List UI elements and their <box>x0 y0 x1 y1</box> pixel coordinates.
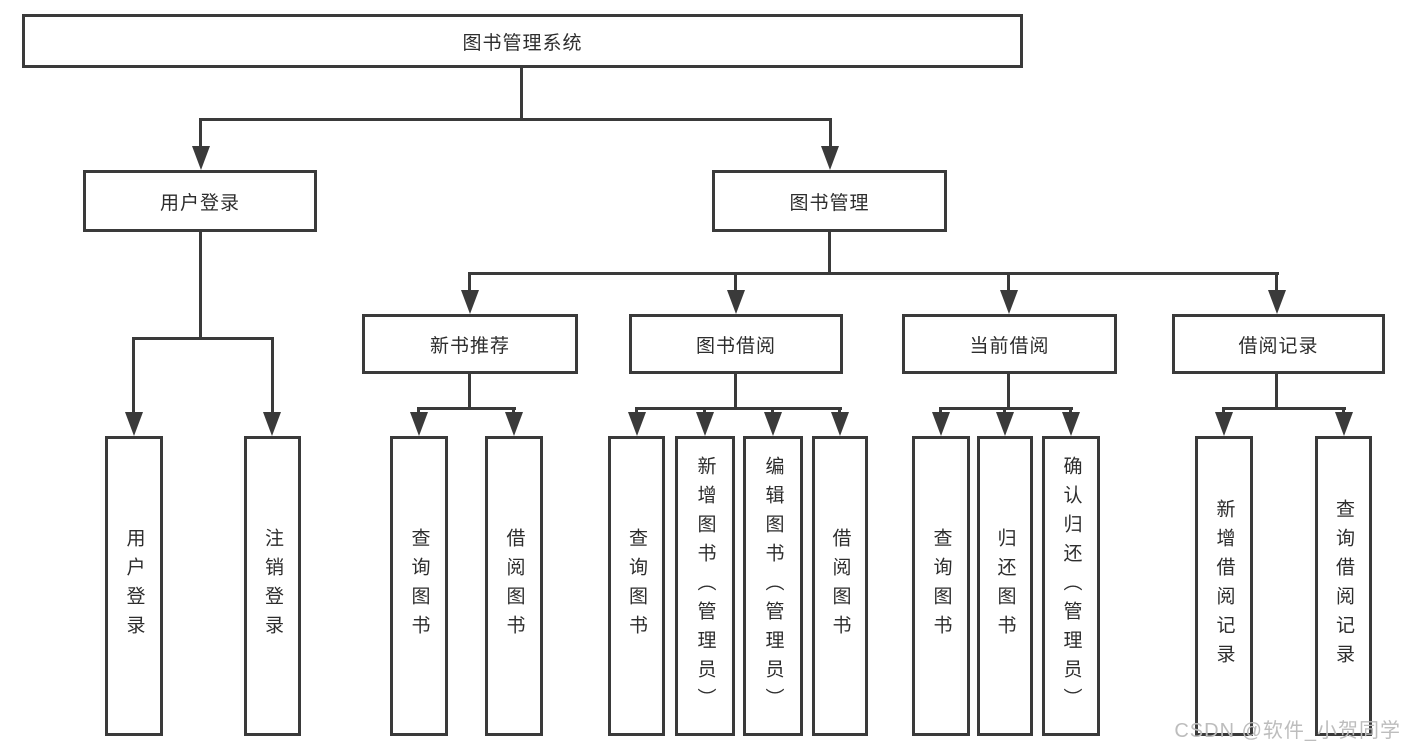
connector-line <box>829 118 832 150</box>
csdn-watermark: CSDN @软件_小贺同学 <box>1174 720 1401 742</box>
leaf-borrow-book: 借阅图书 <box>812 436 868 736</box>
arrow-down-icon <box>192 146 210 170</box>
leaf-edit-book-admin: 编辑图书（管理员） <box>743 436 803 736</box>
leaf-return-book-label: 归还图书 <box>994 528 1016 644</box>
leaf-add-borrow-record-label: 新增借阅记录 <box>1213 499 1235 673</box>
leaf-user-login: 用户登录 <box>105 436 163 736</box>
connector-line <box>199 232 202 339</box>
arrow-down-icon <box>764 412 782 436</box>
leaf-edit-book-admin-label: 编辑图书（管理员） <box>762 455 784 717</box>
leaf-query-book-borrow: 查询图书 <box>608 436 665 736</box>
arrow-down-icon <box>1268 290 1286 314</box>
arrow-down-icon <box>1335 412 1353 436</box>
node-borrow-records: 借阅记录 <box>1172 314 1385 374</box>
leaf-logout-label: 注销登录 <box>262 528 283 644</box>
arrow-down-icon <box>263 412 281 436</box>
connector-line <box>417 407 420 416</box>
connector-line <box>1223 407 1346 410</box>
arrow-down-icon <box>505 412 523 436</box>
leaf-query-book-current: 查询图书 <box>912 436 970 736</box>
connector-line <box>828 232 831 274</box>
arrow-down-icon <box>821 146 839 170</box>
connector-line <box>520 68 523 120</box>
connector-line <box>635 407 842 410</box>
connector-line <box>132 337 274 340</box>
node-book-management: 图书管理 <box>712 170 947 232</box>
leaf-add-book-admin-label: 新增图书（管理员） <box>694 455 716 717</box>
arrow-down-icon <box>727 290 745 314</box>
arrow-down-icon <box>1000 290 1018 314</box>
leaf-user-login-label: 用户登录 <box>123 528 145 644</box>
connector-line <box>512 407 515 416</box>
arrow-down-icon <box>932 412 950 436</box>
leaf-borrow-book-recommend: 借阅图书 <box>485 436 543 736</box>
leaf-confirm-return-admin: 确认归还（管理员） <box>1042 436 1100 736</box>
node-root-label: 图书管理系统 <box>462 32 583 54</box>
node-new-book-recommend-label: 新书推荐 <box>429 335 510 357</box>
node-book-borrow: 图书借阅 <box>629 314 843 374</box>
leaf-query-borrow-record: 查询借阅记录 <box>1315 436 1372 736</box>
arrow-down-icon <box>461 290 479 314</box>
connector-line <box>1275 374 1278 409</box>
arrow-down-icon <box>831 412 849 436</box>
connector-line <box>771 407 774 416</box>
node-current-borrow-label: 当前借阅 <box>969 335 1050 357</box>
arrow-down-icon <box>996 412 1014 436</box>
node-root: 图书管理系统 <box>22 14 1023 68</box>
connector-line <box>635 407 638 416</box>
leaf-query-book-current-label: 查询图书 <box>930 528 952 644</box>
leaf-borrow-book-recommend-label: 借阅图书 <box>503 528 525 644</box>
connector-line <box>468 374 471 409</box>
leaf-confirm-return-admin-label: 确认归还（管理员） <box>1060 455 1082 717</box>
leaf-add-borrow-record: 新增借阅记录 <box>1195 436 1253 736</box>
arrow-down-icon <box>410 412 428 436</box>
leaf-add-book-admin: 新增图书（管理员） <box>675 436 735 736</box>
connector-line <box>1222 407 1225 416</box>
arrow-down-icon <box>1062 412 1080 436</box>
node-book-borrow-label: 图书借阅 <box>695 335 776 357</box>
arrow-down-icon <box>1215 412 1233 436</box>
connector-line <box>271 337 274 416</box>
connector-line <box>199 118 832 121</box>
node-user-login: 用户登录 <box>83 170 317 232</box>
arrow-down-icon <box>696 412 714 436</box>
node-user-login-label: 用户登录 <box>159 192 240 214</box>
connector-line <box>1069 407 1072 416</box>
connector-line <box>1007 374 1010 409</box>
connector-line <box>468 272 471 294</box>
connector-line <box>1003 407 1006 416</box>
connector-line <box>838 407 841 416</box>
node-borrow-records-label: 借阅记录 <box>1238 335 1319 357</box>
leaf-query-book-recommend-label: 查询图书 <box>408 528 430 644</box>
leaf-borrow-book-label: 借阅图书 <box>829 528 851 644</box>
leaf-return-book: 归还图书 <box>977 436 1033 736</box>
connector-line <box>734 272 737 294</box>
connector-line <box>199 118 202 150</box>
leaf-query-borrow-record-label: 查询借阅记录 <box>1333 499 1354 673</box>
arrow-down-icon <box>125 412 143 436</box>
connector-line <box>734 374 737 409</box>
connector-line <box>940 407 1073 410</box>
leaf-query-book-recommend: 查询图书 <box>390 436 448 736</box>
arrow-down-icon <box>628 412 646 436</box>
connector-line <box>418 407 516 410</box>
connector-line <box>703 407 706 416</box>
node-new-book-recommend: 新书推荐 <box>362 314 578 374</box>
node-current-borrow: 当前借阅 <box>902 314 1117 374</box>
leaf-logout: 注销登录 <box>244 436 301 736</box>
node-book-management-label: 图书管理 <box>789 192 870 214</box>
leaf-query-book-borrow-label: 查询图书 <box>626 528 647 644</box>
connector-line <box>939 407 942 416</box>
connector-line <box>1275 272 1278 294</box>
connector-line <box>468 272 1279 275</box>
connector-line <box>1007 272 1010 294</box>
connector-line <box>132 337 135 416</box>
connector-line <box>1342 407 1345 416</box>
